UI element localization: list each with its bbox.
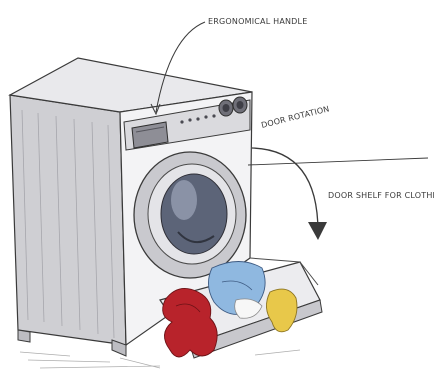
handle-annotation: ERGONOMICAL HANDLE [208, 17, 307, 26]
door-shelf-annotation: DOOR SHELF FOR CLOTHES [328, 191, 434, 200]
drum-glass-highlight [171, 180, 197, 220]
